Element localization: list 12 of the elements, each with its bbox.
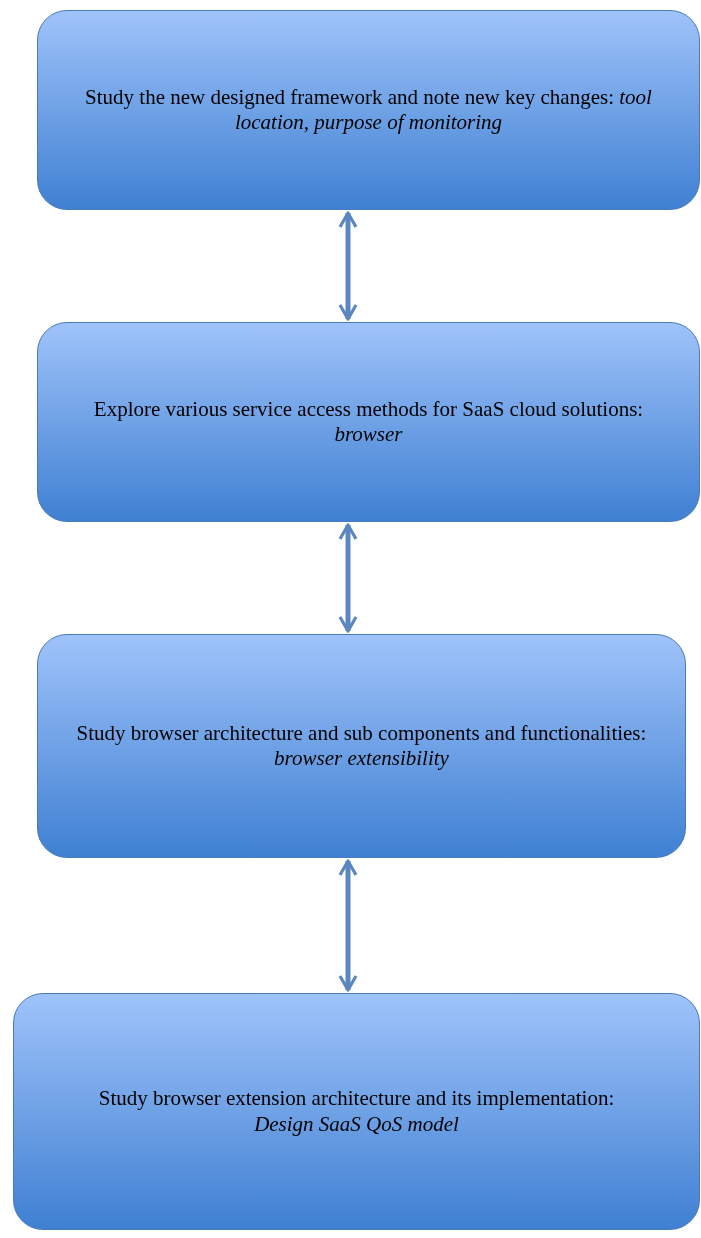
step-text: Design SaaS QoS model — [254, 1111, 459, 1137]
process-box — [37, 322, 700, 522]
step-text: Study browser architecture and sub components and functionalities: browser extensibility — [75, 720, 648, 772]
double-arrow — [338, 859, 358, 992]
step-text: Study the new designed framework and note new key changes: tool location, purpose of monitoring — [84, 84, 653, 136]
double-arrow — [338, 211, 358, 321]
process-box — [37, 10, 700, 210]
double-arrow — [338, 523, 358, 633]
process-box — [37, 634, 686, 858]
step-text: Study browser extension architecture and its implementation: — [98, 1086, 615, 1112]
step-text: Explore various service access methods for SaaS cloud solutions: browser — [92, 396, 645, 448]
process-box — [13, 993, 700, 1230]
